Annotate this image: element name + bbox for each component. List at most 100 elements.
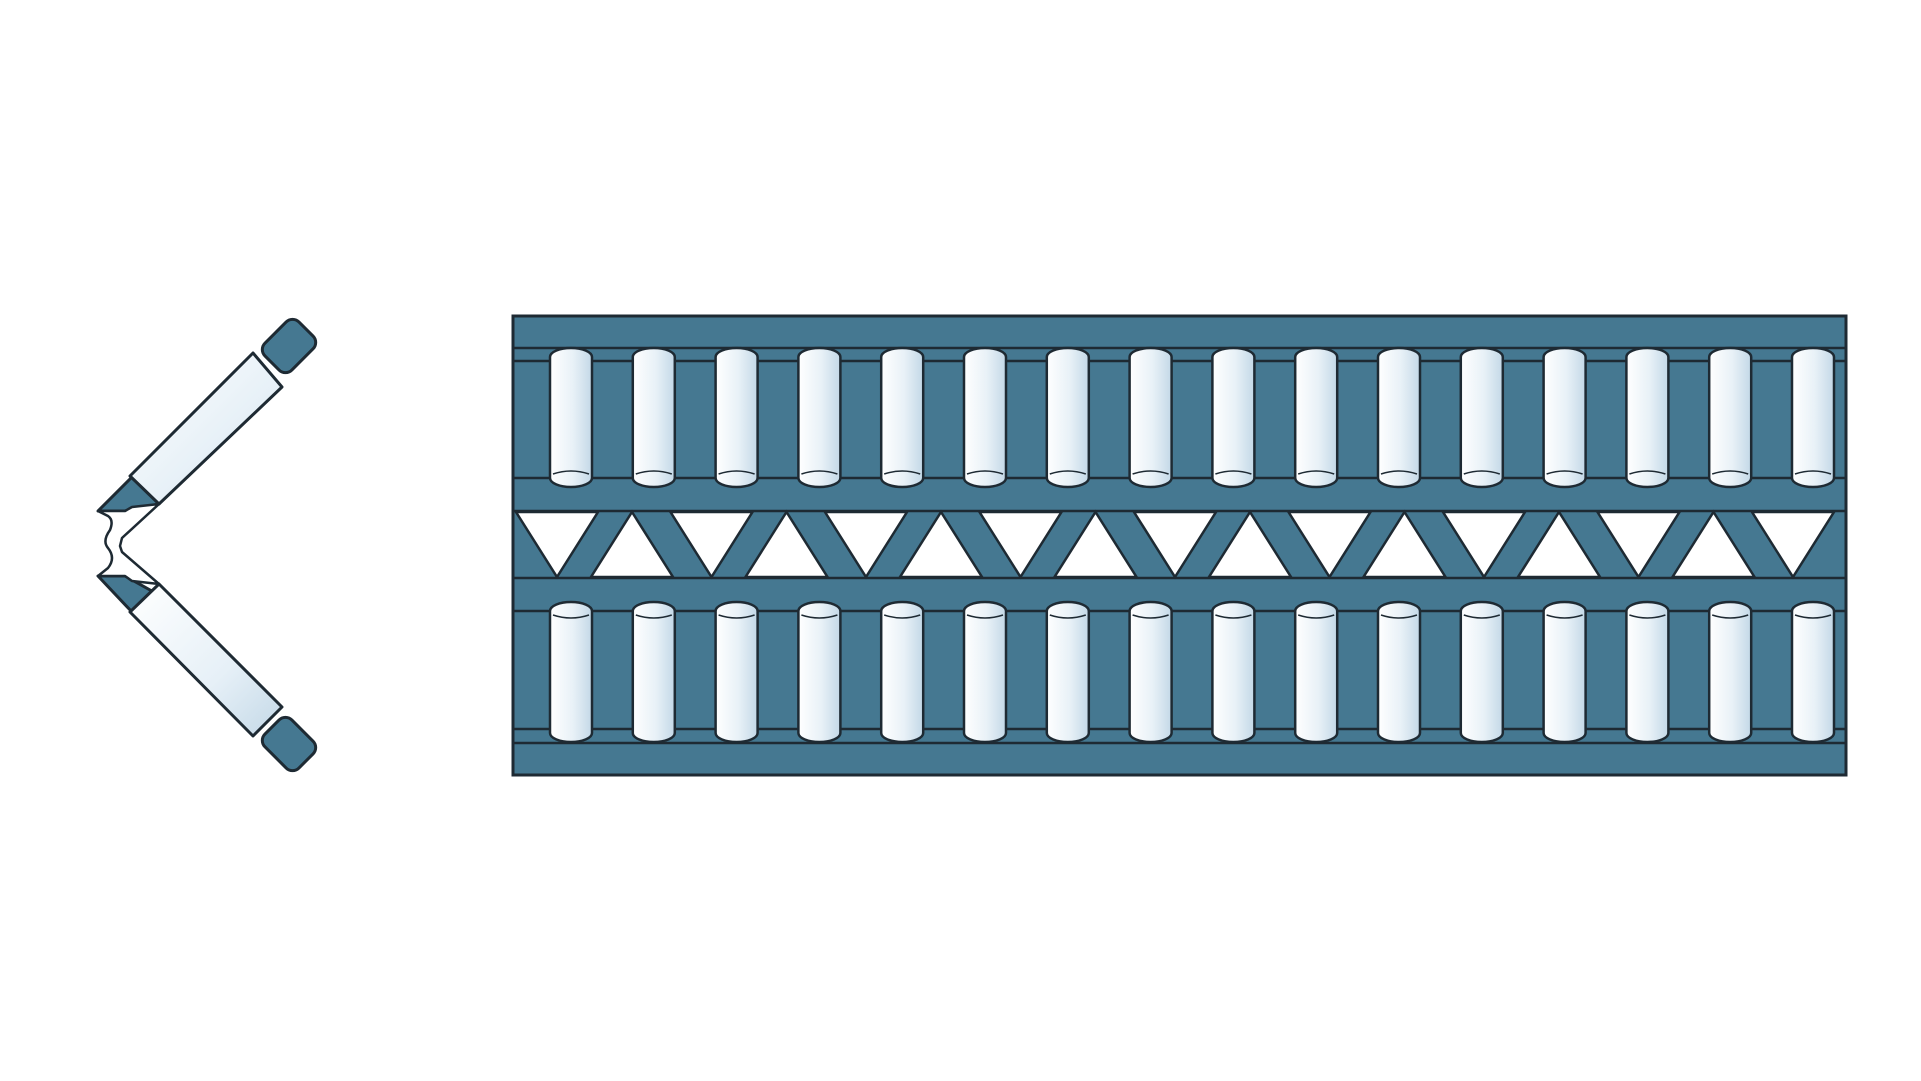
upper-roller	[1211, 346, 1256, 489]
lower-roller	[1045, 600, 1091, 744]
roller-seam	[718, 614, 755, 619]
roller-tube	[1376, 346, 1422, 489]
roller-seam	[1297, 470, 1335, 475]
roller-tube	[1045, 600, 1091, 744]
upper-roller	[1625, 346, 1670, 489]
upper-roller	[631, 346, 677, 489]
roller-seam	[552, 470, 590, 475]
upper-roller	[1376, 346, 1422, 489]
roller-tube	[1293, 600, 1339, 744]
lower-roller	[879, 600, 925, 744]
roller-tube	[1376, 600, 1422, 744]
truss-opening-down	[1286, 510, 1373, 580]
roller-tube	[1707, 346, 1753, 489]
roller-tube	[879, 600, 925, 744]
roller-tube	[1211, 600, 1256, 744]
truss-opening-down	[822, 510, 910, 580]
lower-roller-row	[548, 600, 1836, 744]
upper-roller	[797, 346, 842, 489]
upper-roller	[1128, 346, 1173, 489]
roller-seam	[1629, 614, 1666, 619]
upper-roller	[1707, 346, 1753, 489]
roller-tube	[548, 600, 594, 744]
roller-seam	[1463, 470, 1501, 475]
side-view-hinge	[96, 317, 318, 773]
roller-seam	[1711, 614, 1749, 619]
roller-tube	[962, 600, 1008, 744]
panel-outline	[511, 314, 1848, 777]
roller-tube	[1625, 600, 1670, 744]
lower-roller	[1707, 600, 1753, 744]
roller-tube	[1625, 346, 1670, 489]
lower-roller	[1128, 600, 1173, 744]
roller-tube	[1128, 346, 1173, 489]
roller-seam	[1546, 614, 1583, 619]
roller-seam	[883, 614, 921, 619]
roller-tube	[1459, 600, 1505, 744]
roller-seam	[1794, 470, 1832, 475]
roller-tube	[962, 346, 1008, 489]
roller-seam	[635, 470, 673, 475]
truss-opening-up	[588, 509, 676, 579]
lower-segment-cap	[260, 715, 318, 773]
roller-seam	[1380, 614, 1418, 619]
bottom-rail	[511, 741, 1848, 777]
hinge-joint	[96, 502, 161, 586]
roller-seam	[801, 614, 838, 619]
truss-opening-up	[897, 509, 985, 579]
roller-tube	[548, 346, 594, 489]
lower-roller	[1625, 600, 1670, 744]
lower-segment-tube	[128, 582, 284, 738]
roller-seam	[1794, 614, 1832, 619]
roller-seam	[966, 470, 1004, 475]
truss-opening-down	[1440, 510, 1528, 580]
roller-tube	[714, 346, 759, 489]
upper-roller	[548, 346, 594, 489]
roller-panel	[511, 314, 1848, 777]
lower-roller	[962, 600, 1008, 744]
roller-tube	[1128, 600, 1173, 744]
lower-roller	[1790, 600, 1836, 744]
truss-opening-down	[668, 510, 755, 580]
roller-tube	[1790, 346, 1836, 489]
roller-tube	[1211, 346, 1256, 489]
roller-seam	[801, 470, 838, 475]
truss-opening-up	[1670, 509, 1757, 579]
roller-seam	[552, 614, 590, 619]
lower-roller	[548, 600, 594, 744]
roller-seam	[966, 614, 1004, 619]
roller-seam	[1215, 470, 1252, 475]
lower-roller	[797, 600, 842, 744]
lower-roller	[1293, 600, 1339, 744]
truss-opening-up	[1206, 509, 1294, 579]
truss-opening-down	[1131, 510, 1219, 580]
lower-roller	[631, 600, 677, 744]
upper-roller-row	[548, 346, 1836, 489]
upper-segment	[96, 317, 318, 513]
roller-tube	[1542, 600, 1587, 744]
roller-seam	[718, 470, 755, 475]
lower-roller	[1211, 600, 1256, 744]
roller-tube	[1293, 346, 1339, 489]
upper-segment-tube	[128, 351, 284, 506]
upper-roller	[1542, 346, 1587, 489]
upper-roller	[1045, 346, 1091, 489]
roller-tube	[1790, 600, 1836, 744]
truss-opening-up	[1361, 509, 1448, 579]
roller-tube	[1542, 346, 1587, 489]
lower-segment	[96, 574, 318, 773]
roller-seam	[1049, 470, 1087, 475]
roller-seam	[1463, 614, 1501, 619]
lower-roller	[1376, 600, 1422, 744]
truss-opening-down	[977, 510, 1064, 580]
upper-roller	[1459, 346, 1505, 489]
roller-seam	[1297, 614, 1335, 619]
triangle-truss-band	[513, 509, 1837, 580]
roller-seam	[1380, 470, 1418, 475]
top-rail	[511, 314, 1848, 350]
truss-opening-up	[743, 509, 830, 579]
roller-seam	[635, 614, 673, 619]
roller-seam	[1546, 470, 1583, 475]
roller-seam	[1132, 470, 1169, 475]
